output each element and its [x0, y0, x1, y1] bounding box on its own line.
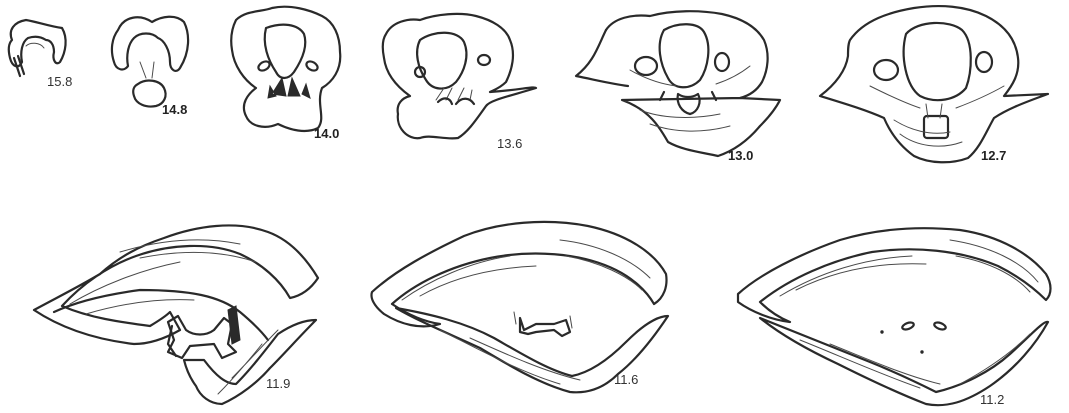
section-label-13-0: 13.0 — [728, 148, 753, 163]
section-label-13-6: 13.6 — [497, 136, 522, 151]
section-label-15-8: 15.8 — [47, 74, 72, 89]
section-15-8-drawing — [9, 20, 66, 76]
section-label-14-8: 14.8 — [162, 102, 187, 117]
section-label-12-7: 12.7 — [981, 148, 1006, 163]
section-11-6-drawing — [372, 222, 669, 392]
section-13-6-drawing — [383, 14, 536, 139]
section-label-11-9: 11.9 — [266, 376, 290, 391]
section-12-7-drawing — [820, 6, 1048, 162]
section-13-0-drawing — [576, 11, 780, 156]
section-11-2-drawing — [738, 228, 1051, 405]
section-14-0-drawing — [231, 7, 340, 131]
section-label-14-0: 14.0 — [314, 126, 339, 141]
section-14-8-drawing — [112, 17, 188, 107]
section-label-11-2: 11.2 — [980, 392, 1004, 407]
section-label-11-6: 11.6 — [614, 372, 638, 387]
